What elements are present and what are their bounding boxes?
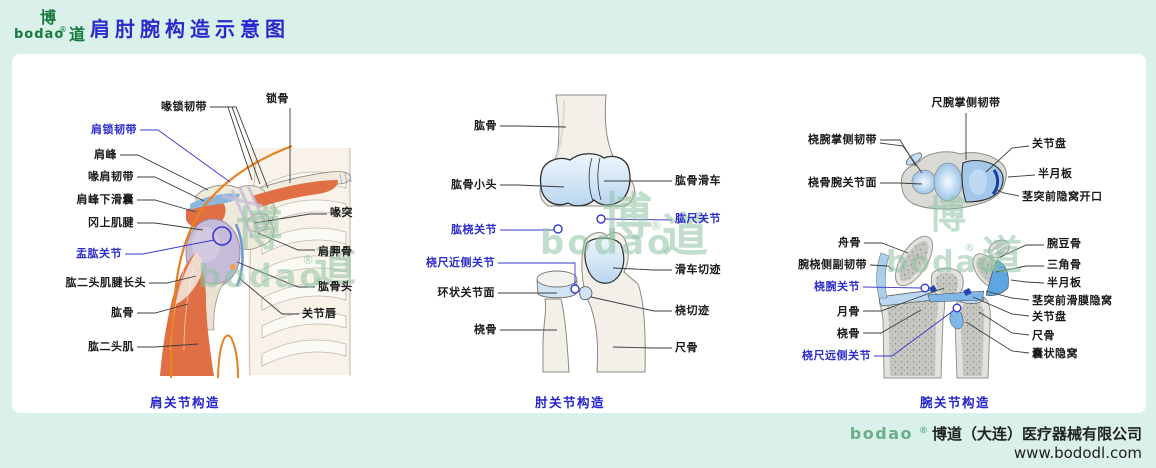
label-biceps-brachii: 肱二头肌	[88, 340, 134, 353]
label-coracoclavicular-ligament: 喙锁韧带	[161, 100, 207, 113]
label-glenoid-labrum: 关节唇	[302, 307, 337, 320]
watermark-cn-left: 博	[602, 188, 652, 246]
label-articular-disc-top: 关节盘	[1032, 137, 1067, 150]
logo-cn-top: 博	[40, 8, 57, 27]
label-palmar-radiocarpal-ligament: 桡腕掌侧韧带	[808, 133, 877, 146]
label-proximal-radioulnar-joint: 桡尺近侧关节	[426, 256, 495, 269]
label-radial-collateral-ligament: 腕桡侧副韧带	[798, 258, 867, 271]
label-radius-elbow: 桡骨	[474, 323, 497, 336]
label-scaphoid: 舟骨	[838, 236, 861, 249]
bodao-logo: 博 bodao ® 道	[14, 4, 92, 50]
label-humerus-shoulder: 肱骨	[111, 306, 134, 319]
label-ulna-elbow: 尺骨	[675, 341, 698, 354]
label-ulna-wrist: 尺骨	[1032, 329, 1055, 342]
watermark-latin: bodao	[540, 223, 674, 263]
label-glenohumeral-joint: 盂肱关节	[76, 247, 122, 260]
watermark-reg: ®	[650, 219, 662, 233]
watermark-reg: ®	[964, 241, 975, 254]
label-prestyloid-recess-opening: 茎突前隐窝开口	[1022, 190, 1103, 203]
elbow-connector-lines	[498, 125, 672, 349]
watermark-latin: bodao	[886, 245, 1001, 280]
label-carpal-articular-surface-of-radius: 桡骨腕关节面	[808, 176, 877, 189]
label-clavicle: 锁骨	[266, 92, 289, 105]
wrist-joint-lines-blue	[862, 286, 954, 357]
elbow-illustration	[536, 94, 646, 373]
elbow-joint-lines-blue	[498, 218, 673, 285]
watermark-cn-left: 博	[928, 193, 967, 237]
label-humeroulnar-joint: 肱尺关节	[675, 212, 721, 225]
caption-wrist-structure: 腕关节构造	[919, 395, 991, 410]
logo-cn-right: 道	[69, 25, 86, 44]
wrist-bottom-illustration	[876, 235, 1010, 379]
label-distal-radioulnar-joint: 桡尺远侧关节	[802, 349, 871, 362]
label-articular-disc: 关节盘	[1032, 310, 1067, 323]
label-subacromial-bursa: 肩峰下滑囊	[76, 193, 134, 206]
label-acromioclavicular-ligament: 肩锁韧带	[91, 123, 137, 136]
label-biceps-long-head-tendon: 肱二头肌腱长头	[65, 276, 146, 289]
footer-registered-mark: ®	[918, 426, 928, 436]
label-acromion: 肩峰	[94, 148, 117, 161]
shoulder-joint-lines-blue	[125, 129, 231, 255]
label-palmar-ulnocarpal-ligament: 尺腕掌侧韧带	[931, 96, 1001, 109]
footer-company-name: 博道（大连）医疗器械有限公司	[931, 425, 1142, 443]
watermark-cn-right: 道	[982, 233, 1022, 279]
label-trochlea: 肱骨滑车	[675, 174, 721, 187]
label-radial-notch: 桡切迹	[675, 304, 710, 317]
label-coracoid-process: 喙突	[330, 206, 353, 219]
wrist-top-illustration	[900, 151, 1007, 210]
footer: bodao ®博道（大连）医疗器械有限公司 www.bododl.com	[850, 421, 1142, 463]
logo-latin: bodao	[14, 27, 65, 42]
label-triquetrum: 三角骨	[1047, 258, 1082, 271]
label-humeroradial-joint: 肱桡关节	[451, 223, 497, 236]
watermark-latin: bodao	[198, 257, 325, 295]
logo-registered-mark: ®	[59, 25, 67, 34]
watermark-cn-right: 道	[662, 208, 708, 262]
watermark-cn-right: 道	[314, 242, 357, 291]
footer-company-row: bodao ®博道（大连）医疗器械有限公司	[850, 421, 1142, 444]
label-radiocarpal-joint: 桡腕关节	[814, 280, 860, 293]
label-meniscus-top: 半月板	[1038, 167, 1073, 180]
label-trochlear-notch: 滑车切迹	[675, 263, 721, 276]
label-pisiform: 腕豆骨	[1047, 237, 1082, 250]
label-coracoacromial-ligament: 喙肩韧带	[88, 170, 134, 183]
label-meniscus: 半月板	[1047, 276, 1082, 289]
wrist-connector-lines	[863, 113, 1045, 354]
shoulder-connector-lines	[120, 106, 327, 348]
shoulder-illustration	[160, 144, 352, 379]
label-radius-wrist: 桡骨	[837, 327, 860, 340]
watermark-reg: ®	[302, 253, 314, 267]
label-scapula: 肩胛骨	[318, 245, 353, 258]
watermark-cn-left: 博	[236, 202, 282, 256]
label-capitulum: 肱骨小头	[451, 178, 497, 191]
caption-elbow-structure: 肘关节构造	[534, 395, 606, 410]
label-lunate: 月骨	[837, 305, 860, 318]
label-supraspinatus-tendon: 冈上肌腱	[88, 216, 134, 229]
footer-bodao-logo: bodao	[849, 424, 913, 443]
label-saccular-recess: 囊状隐窝	[1032, 347, 1078, 360]
label-annular-articular-surface: 环状关节面	[437, 286, 495, 299]
page-title: 肩肘腕构造示意图	[90, 17, 290, 41]
caption-shoulder-structure: 肩关节构造	[149, 395, 221, 410]
label-humeral-head: 肱骨头	[318, 280, 353, 293]
label-prestyloid-synovial-recess: 茎突前滑膜隐窝	[1032, 294, 1113, 307]
label-humerus-elbow: 肱骨	[474, 119, 497, 132]
footer-website: www.bododl.com	[1013, 444, 1142, 462]
